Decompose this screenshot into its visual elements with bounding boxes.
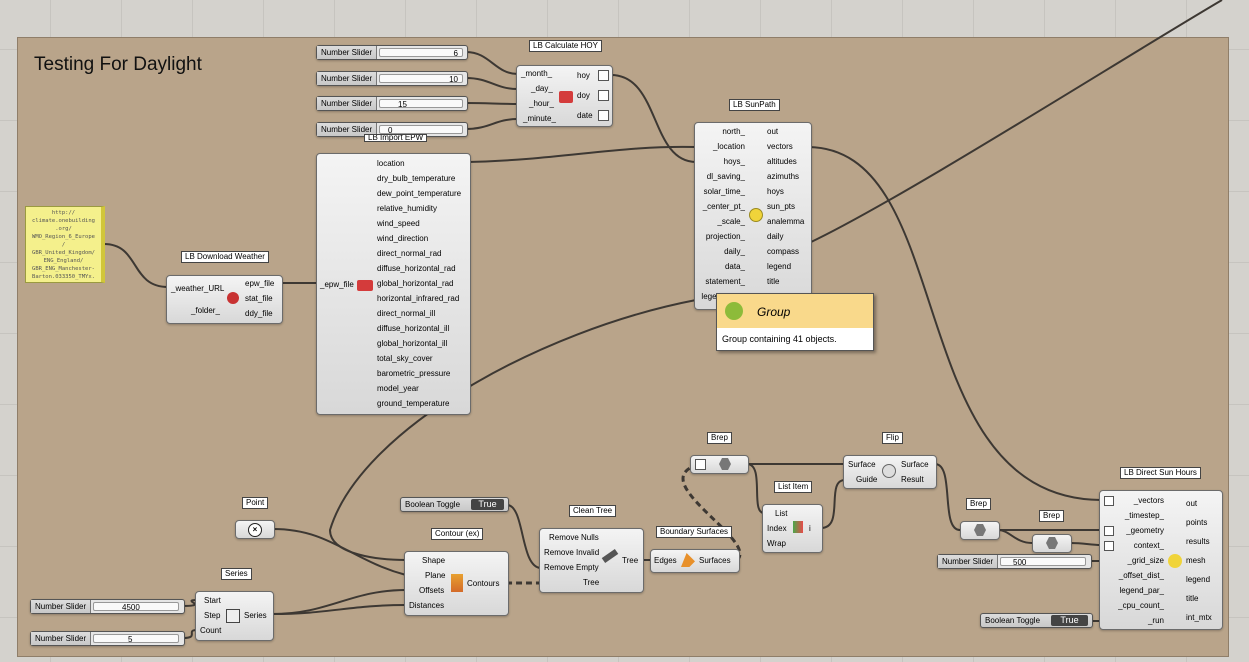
direct-sun-label: LB Direct Sun Hours (1120, 467, 1201, 479)
brep2-label: Brep (966, 498, 991, 510)
wire-slider-day (465, 77, 519, 90)
url-panel[interactable]: http:// climate.onebuilding .org/ WMO_Re… (25, 206, 105, 283)
number-slider-minute[interactable]: Number Slider 0 (316, 122, 468, 137)
sunpath-component[interactable]: north_ _location hoys_ dl_saving_ solar_… (694, 122, 812, 310)
sun-icon (749, 208, 763, 222)
wire-daily-offcanvas (808, 0, 1223, 244)
number-slider-grid-size[interactable]: Number Slider 500 (937, 554, 1092, 569)
wire-url-download (103, 243, 169, 288)
point-icon: × (248, 523, 262, 537)
clean-tree-label: Clean Tree (569, 505, 617, 517)
graft-icon (598, 90, 609, 101)
brep-icon (1046, 537, 1058, 549)
sun-icon (1168, 554, 1182, 568)
brep-icon (974, 524, 986, 536)
boundary-label: Boundary Surfaces (656, 526, 733, 538)
number-slider-hour[interactable]: Number Slider 15 (316, 96, 468, 111)
graft-icon (1104, 526, 1114, 536)
tooltip-description: Group containing 41 objects. (722, 334, 837, 344)
brep-component-2[interactable] (960, 521, 1000, 540)
wire-slider-start (182, 599, 198, 607)
series-icon (226, 609, 240, 623)
group-title: Testing For Daylight (34, 54, 202, 75)
point-label: Point (242, 497, 269, 509)
tooltip-name: Group (757, 305, 791, 319)
download-icon (227, 292, 239, 304)
wire-location-sunpath (467, 145, 697, 163)
brush-icon (601, 548, 619, 564)
series-label: Series (221, 568, 252, 580)
boolean-toggle-run[interactable]: Boolean Toggle True (980, 613, 1093, 628)
wire-flip-brep (934, 463, 961, 531)
brep-icon (719, 458, 731, 470)
series-component[interactable]: Start Step Count Series (195, 591, 274, 641)
wire-slider-minute (465, 118, 519, 130)
wire-sunpath-point (328, 299, 697, 561)
wire-point-shape (272, 528, 407, 576)
wire-slider-month (465, 51, 519, 75)
wire-brep-brep (997, 529, 1033, 544)
wire-brep-context (1069, 542, 1102, 546)
wire-brep-list (746, 463, 765, 514)
wire-hoy-sunpath (610, 74, 697, 163)
number-slider-start[interactable]: Number Slider 4500 (30, 599, 185, 614)
brep-component-3[interactable] (1032, 534, 1072, 553)
number-slider-count[interactable]: Number Slider 5 (30, 631, 185, 646)
wire-list-flip (820, 479, 846, 529)
wire-vectors-directsun (808, 146, 1102, 501)
wire-boundary-brep (681, 462, 742, 562)
contour-component[interactable]: Shape Plane Offsets Distances Contours (404, 551, 509, 616)
download-weather-component[interactable]: _weather_URL _folder_ epw_file stat_file… (166, 275, 283, 324)
calendar-icon (559, 91, 573, 103)
wire-toggle-clean (506, 504, 542, 569)
group-tooltip: Group Group containing 41 objects. (716, 293, 874, 351)
graft-icon (598, 70, 609, 81)
contour-icon (451, 574, 463, 592)
boolean-toggle-clean[interactable]: Boolean Toggle True (400, 497, 509, 512)
list-item-component[interactable]: List Index Wrap i (762, 504, 823, 553)
boundary-surfaces-component[interactable]: Edges Surfaces (650, 549, 740, 573)
wire-series-distances (271, 604, 407, 615)
epw-component-label: LB Import EPW (364, 134, 428, 142)
number-slider-month[interactable]: Number Slider 6 (316, 45, 468, 60)
list-item-icon (793, 521, 803, 533)
brep1-label: Brep (707, 432, 732, 444)
list-item-label: List Item (774, 481, 813, 493)
graft-icon (598, 110, 609, 121)
graft-icon (1104, 541, 1114, 551)
flip-label: Flip (882, 432, 903, 444)
flip-icon (882, 464, 896, 478)
hoy-component-label: LB Calculate HOY (529, 40, 602, 52)
wire-slider-hour (465, 102, 519, 105)
flip-component[interactable]: Surface Guide Surface Result (843, 455, 937, 489)
surface-icon (681, 553, 695, 567)
clean-tree-component[interactable]: Remove Nulls Remove Invalid Remove Empty… (539, 528, 644, 593)
brep3-label: Brep (1039, 510, 1064, 522)
point-component[interactable]: × (235, 520, 275, 539)
contour-label: Contour (ex) (431, 528, 484, 540)
epw-icon (357, 280, 373, 291)
sunpath-component-label: LB SunPath (729, 99, 780, 111)
wire-slider-count (182, 629, 198, 639)
group-icon (725, 302, 743, 320)
direct-sun-hours-component[interactable]: _vectors _timestep_ _geometry context_ _… (1099, 490, 1223, 630)
hoy-component[interactable]: _month_ _day_ _hour_ _minute_ hoy doy da… (516, 65, 613, 127)
graft-icon (1104, 496, 1114, 506)
brep-component-1[interactable] (690, 455, 749, 474)
import-epw-component[interactable]: _epw_file location dry_bulb_temperature … (316, 153, 471, 415)
number-slider-day[interactable]: Number Slider 10 (316, 71, 468, 86)
graft-icon (695, 459, 706, 470)
download-component-label: LB Download Weather (181, 251, 269, 263)
